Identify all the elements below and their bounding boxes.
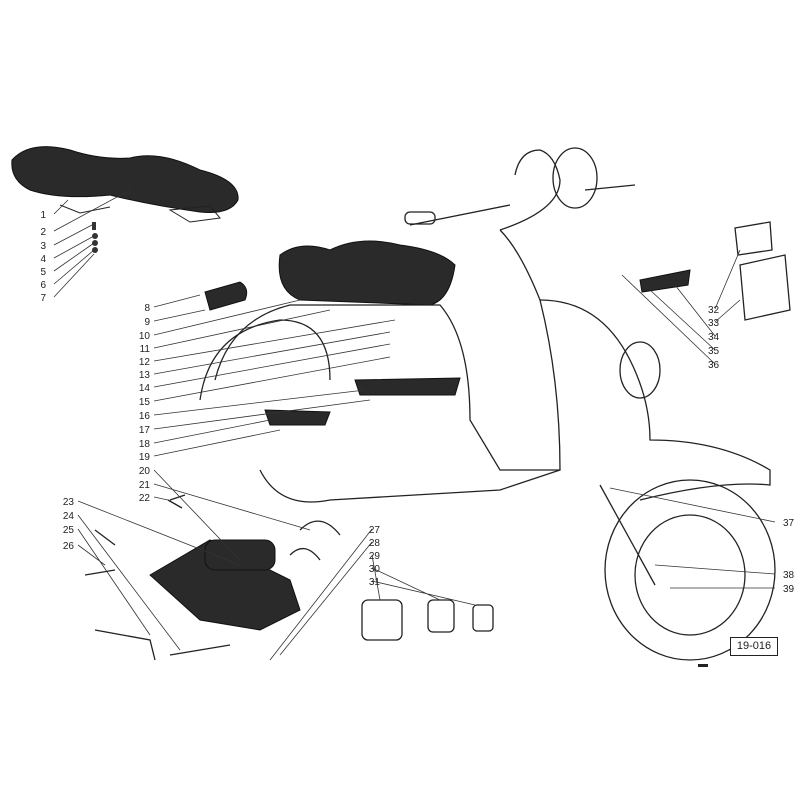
callout-26: 26 xyxy=(63,541,75,552)
callout-30: 30 xyxy=(369,564,381,575)
callout-16: 16 xyxy=(139,411,151,422)
mark xyxy=(698,664,708,667)
grip-part xyxy=(204,281,248,311)
callout-23: 23 xyxy=(63,497,75,508)
callout-28: 28 xyxy=(369,538,381,549)
decal-part xyxy=(739,254,791,321)
decal-part xyxy=(734,221,773,256)
callout-7: 7 xyxy=(40,293,46,304)
callout-34: 34 xyxy=(708,332,720,343)
callout-27: 27 xyxy=(369,525,381,536)
callout-10: 10 xyxy=(139,331,151,342)
emblem-part xyxy=(639,269,691,293)
callout-39: 39 xyxy=(783,584,795,595)
callout-3: 3 xyxy=(40,241,46,252)
callout-22: 22 xyxy=(139,493,151,504)
callout-1: 1 xyxy=(40,210,46,221)
callout-labels: 1 2 3 4 5 6 7 8 9 10 11 12 13 14 15 16 1… xyxy=(40,210,794,595)
callout-13: 13 xyxy=(139,370,151,381)
callout-24: 24 xyxy=(63,511,75,522)
callout-6: 6 xyxy=(40,280,46,291)
seat-hardware xyxy=(92,222,98,253)
emblem-part xyxy=(264,409,331,426)
callout-11: 11 xyxy=(140,344,151,355)
dual-seat-part xyxy=(11,146,239,223)
callout-14: 14 xyxy=(139,383,151,394)
callout-33: 33 xyxy=(708,318,720,329)
callout-31: 31 xyxy=(369,577,381,588)
tool-kit-part xyxy=(84,494,494,661)
callout-12: 12 xyxy=(139,357,151,368)
scooter-body xyxy=(199,147,776,661)
leader-lines xyxy=(53,189,776,661)
callout-4: 4 xyxy=(40,254,46,265)
callout-2: 2 xyxy=(40,227,46,238)
callout-5: 5 xyxy=(40,267,46,278)
saddle-part xyxy=(278,240,456,306)
callout-29: 29 xyxy=(369,551,381,562)
callout-18: 18 xyxy=(139,439,151,450)
callout-36: 36 xyxy=(708,360,720,371)
callout-21: 21 xyxy=(139,480,151,491)
callout-38: 38 xyxy=(783,570,795,581)
callout-25: 25 xyxy=(63,525,75,536)
figure-code: 19-016 xyxy=(730,637,778,656)
callout-32: 32 xyxy=(708,305,720,316)
callout-35: 35 xyxy=(708,346,720,357)
callout-37: 37 xyxy=(783,518,795,529)
callout-19: 19 xyxy=(139,452,151,463)
emblem-part xyxy=(354,377,461,396)
callout-15: 15 xyxy=(139,397,151,408)
callout-17: 17 xyxy=(139,425,151,436)
callout-20: 20 xyxy=(139,466,151,477)
callout-8: 8 xyxy=(144,303,150,314)
callout-9: 9 xyxy=(144,317,150,328)
